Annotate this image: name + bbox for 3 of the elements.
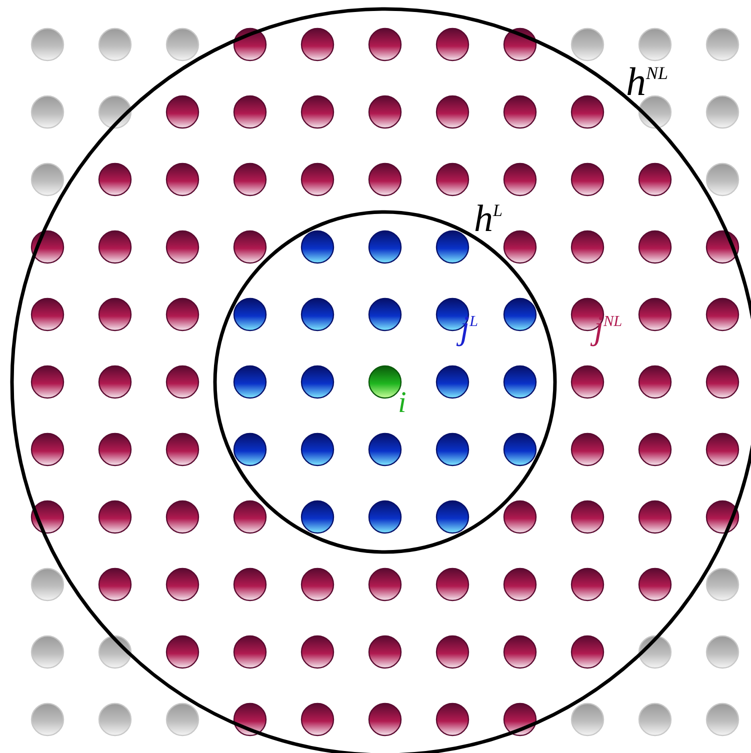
particle-label: i [398,388,406,418]
local-horizon-label: h$^{L}$ [474,200,503,238]
nonlocal-horizon-label: h$^{NL}$ [626,62,668,102]
